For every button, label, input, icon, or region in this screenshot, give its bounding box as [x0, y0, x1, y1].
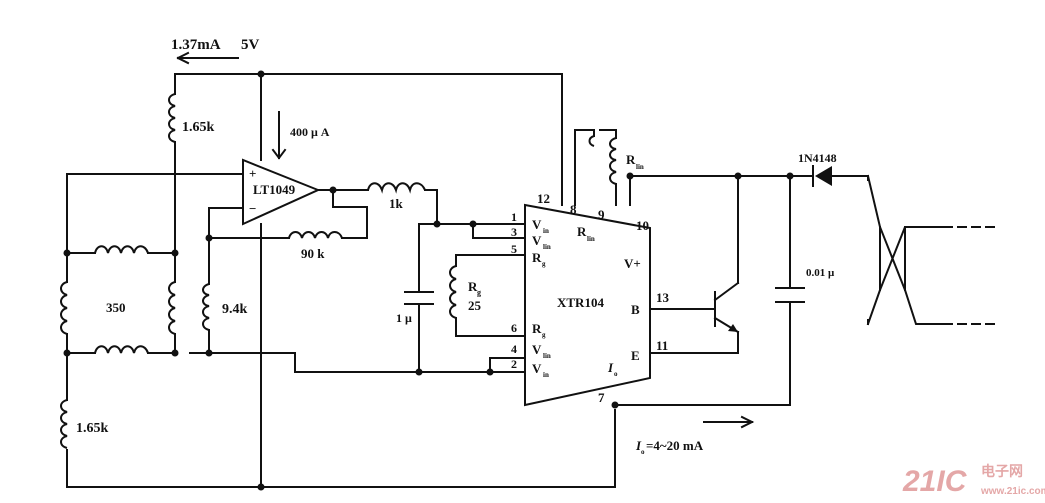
svg-text:g: g — [477, 288, 481, 297]
ic-part-label: XTR104 — [557, 295, 604, 310]
svg-text:in: in — [543, 371, 549, 379]
output-current-label: I o =4~20 mA — [635, 438, 704, 456]
capacitor-1u — [404, 291, 434, 305]
pin-6: 6 — [511, 321, 517, 335]
transistor — [713, 281, 740, 334]
opamp-plus-label: + — [249, 166, 256, 181]
ic-label-vlin: V lin — [532, 233, 551, 251]
c-input-label: 1 μ — [396, 311, 412, 325]
pin-10: 10 — [636, 218, 649, 233]
ic-label-vin: V in — [532, 217, 549, 235]
opamp-part-label: LT1049 — [253, 182, 296, 197]
bridge-label: 350 — [106, 300, 126, 315]
pin-8: 8 — [570, 202, 577, 217]
opamp-lt1049 — [242, 158, 321, 226]
svg-text:R: R — [626, 152, 636, 167]
bias-current-label: 400 μ A — [290, 125, 330, 139]
junction-dots — [63, 70, 794, 491]
ic-label-vlin2: V lin — [532, 342, 551, 360]
ic-label-vplus: V+ — [624, 256, 641, 271]
resistor-rg — [449, 265, 457, 319]
svg-text:V: V — [532, 233, 542, 248]
c-output-label: 0.01 μ — [806, 267, 835, 279]
bridge-coils — [60, 245, 176, 354]
svg-text:lin: lin — [543, 352, 551, 360]
resistor-r-top — [168, 93, 176, 143]
pin-7: 7 — [598, 390, 605, 405]
pin-5: 5 — [511, 242, 517, 256]
ic-label-rg2: R g — [532, 321, 546, 339]
resistor-1k — [367, 182, 426, 194]
rlin-external-label: R lin — [626, 152, 644, 171]
svg-text:V: V — [532, 361, 542, 376]
svg-text:R: R — [532, 250, 542, 265]
ic-xtr104 — [513, 203, 653, 407]
pin-1: 1 — [511, 210, 517, 224]
svg-text:in: in — [543, 227, 549, 235]
r-bottom-label: 1.65k — [76, 421, 109, 436]
resistor-90k — [288, 231, 343, 239]
svg-text:V: V — [532, 217, 542, 232]
svg-text:25: 25 — [468, 298, 482, 313]
pin-9: 9 — [598, 207, 605, 222]
rg-external-label: R g 25 — [468, 279, 482, 313]
svg-text:g: g — [542, 260, 546, 268]
svg-text:R: R — [577, 224, 587, 239]
r-top-label: 1.65k — [182, 120, 215, 135]
resistor-9-4k — [202, 283, 210, 331]
svg-text:www.21ic.com: www.21ic.com — [980, 486, 1045, 497]
pin-3: 3 — [511, 225, 517, 239]
resistor-r-bottom — [60, 399, 68, 449]
opamp-minus-label: − — [249, 201, 256, 216]
svg-text:I: I — [635, 438, 642, 453]
svg-text:lin: lin — [636, 163, 644, 171]
ic-label-vin2: V in — [532, 361, 549, 379]
ic-label-e: E — [631, 348, 640, 363]
pin-4: 4 — [511, 342, 517, 356]
capacitor-0-01u — [775, 287, 805, 303]
ic-label-b: B — [631, 302, 640, 317]
svg-text:lin: lin — [587, 235, 595, 243]
r-90k-label: 90 k — [301, 246, 325, 261]
svg-text:g: g — [542, 331, 546, 339]
supply-current-label: 1.37mA — [171, 37, 221, 53]
svg-text:R: R — [468, 279, 478, 294]
svg-text:电子网: 电子网 — [981, 463, 1023, 479]
pin-13: 13 — [656, 290, 670, 305]
supply-voltage-label: 5V — [241, 37, 260, 53]
svg-text:I: I — [607, 360, 614, 375]
r-9-4k-label: 9.4k — [222, 302, 248, 317]
pin-12: 12 — [537, 191, 550, 206]
watermark-logo: 21IC 电子网 www.21ic.com — [902, 463, 1045, 498]
pin-2: 2 — [511, 357, 517, 371]
svg-text:R: R — [532, 321, 542, 336]
resistor-rlin — [588, 129, 617, 185]
ic-label-rlin: R lin — [577, 224, 595, 243]
svg-text:lin: lin — [543, 243, 551, 251]
wires — [66, 51, 995, 488]
svg-text:o: o — [614, 370, 618, 378]
pin-11: 11 — [656, 338, 668, 353]
svg-text:=4~20 mA: =4~20 mA — [646, 438, 704, 453]
r-1k-label: 1k — [389, 196, 404, 211]
diode-1n4148 — [804, 165, 832, 187]
svg-text:o: o — [641, 448, 645, 456]
ic-label-io: I o — [607, 360, 618, 378]
ic-label-rg: R g — [532, 250, 546, 268]
diode-label: 1N4148 — [798, 151, 837, 165]
svg-text:21IC: 21IC — [902, 465, 968, 498]
svg-text:V: V — [532, 342, 542, 357]
